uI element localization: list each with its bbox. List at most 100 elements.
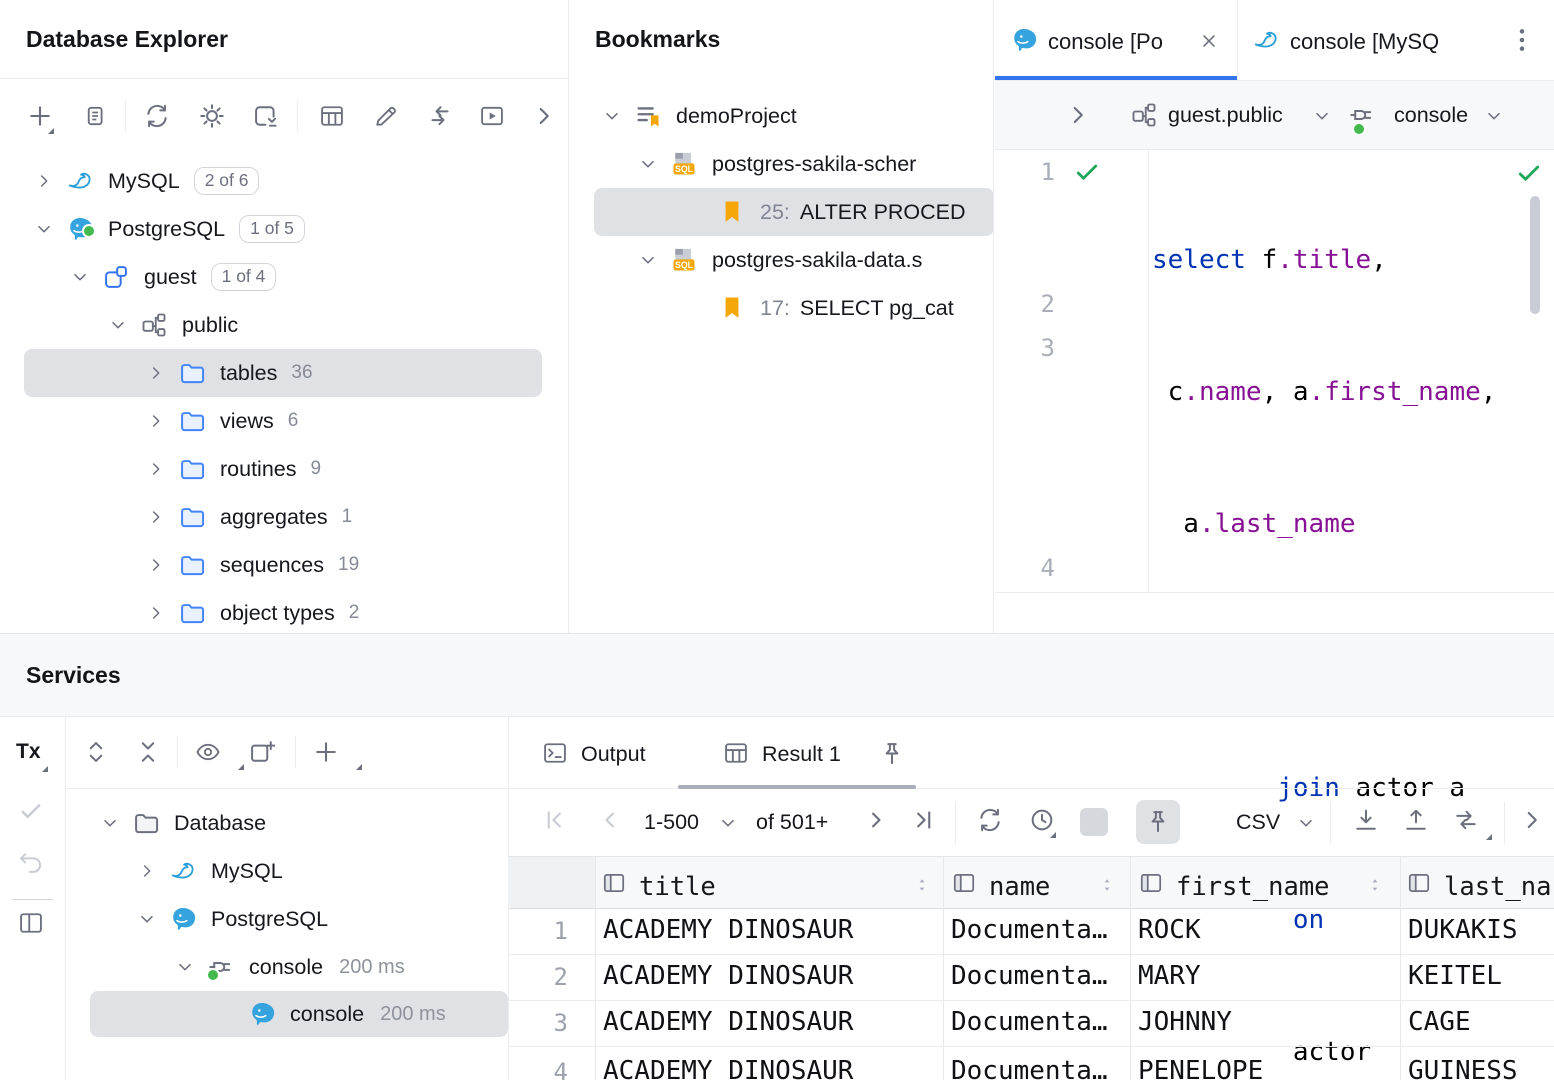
bookmarks-item-project[interactable]: demoProject — [602, 92, 797, 140]
cell[interactable]: Documenta… — [951, 961, 1108, 991]
cell[interactable]: PENELOPE — [1138, 1056, 1264, 1080]
tree-item-routines[interactable]: routines 9 — [146, 445, 321, 493]
cell[interactable]: MARY — [1138, 961, 1201, 991]
tab-console-postgres[interactable]: console [Po — [1048, 29, 1163, 54]
bookmarks-item-bookmark1[interactable]: 25: ALTER PROCED — [718, 188, 966, 236]
services-item-database[interactable]: Database — [100, 799, 266, 847]
column-header-name[interactable]: name — [989, 872, 1051, 902]
reload-page-icon[interactable] — [976, 806, 1004, 834]
kebab-menu-icon[interactable] — [1506, 24, 1538, 56]
cell[interactable]: CAGE — [1408, 1007, 1471, 1037]
chevron-down-icon[interactable] — [1312, 106, 1332, 126]
schema-selector[interactable]: guest.public — [1168, 103, 1283, 127]
chevron-down-icon[interactable] — [175, 957, 195, 977]
more-toolbar-icon[interactable] — [1518, 806, 1546, 834]
previous-page-icon[interactable] — [596, 806, 624, 834]
tab-console-mysql[interactable]: console [MySQ — [1290, 29, 1440, 54]
services-item-console-result[interactable]: console 200 ms — [248, 990, 446, 1038]
services-item-console-session[interactable]: console 200 ms — [175, 943, 405, 991]
disconnect-icon[interactable] — [252, 102, 280, 130]
cell[interactable]: Documenta… — [951, 1007, 1108, 1037]
cell[interactable]: ACADEMY DINOSAUR — [603, 1007, 854, 1037]
bookmarks-item-bookmark2[interactable]: 17: SELECT pg_cat — [718, 284, 954, 332]
chevron-down-icon[interactable] — [638, 250, 658, 270]
chevron-right-icon[interactable] — [146, 363, 166, 383]
cell[interactable]: ACADEMY DINOSAUR — [603, 1056, 854, 1080]
tab-output[interactable]: Output — [581, 742, 646, 766]
tree-item-views[interactable]: views 6 — [146, 397, 298, 445]
import-icon[interactable] — [1352, 806, 1380, 834]
rollback-icon[interactable] — [17, 849, 45, 877]
chevron-right-icon[interactable] — [137, 861, 157, 881]
session-selector[interactable]: console — [1394, 103, 1469, 127]
tab-result[interactable]: Result 1 — [762, 742, 841, 766]
add-service-icon[interactable] — [312, 738, 340, 766]
column-header-last-name[interactable]: last_na — [1444, 872, 1552, 902]
chevron-down-icon[interactable] — [70, 267, 90, 287]
view-options-icon[interactable] — [194, 738, 222, 766]
chevron-down-icon[interactable] — [108, 315, 128, 335]
row-number[interactable]: 2 — [553, 963, 568, 991]
query-console-icon[interactable] — [478, 102, 506, 130]
edit-icon[interactable] — [372, 102, 400, 130]
collapse-all-icon[interactable] — [134, 738, 162, 766]
chevron-down-icon[interactable] — [137, 909, 157, 929]
tree-item-guest[interactable]: guest 1 of 4 — [70, 253, 277, 301]
chevron-right-icon[interactable] — [146, 459, 166, 479]
tree-item-sequences[interactable]: sequences 19 — [146, 541, 359, 589]
expand-all-icon[interactable] — [82, 738, 110, 766]
row-number[interactable]: 1 — [553, 917, 568, 945]
panel-divider[interactable] — [993, 0, 994, 633]
bookmarks-item-file2[interactable]: postgres-sakila-data.s — [638, 236, 922, 284]
editor-scrollbar[interactable] — [1530, 196, 1540, 314]
cell[interactable]: ROCK — [1138, 915, 1201, 945]
last-page-icon[interactable] — [910, 806, 938, 834]
tree-item-mysql[interactable]: MySQL 2 of 6 — [34, 157, 260, 205]
chevron-down-icon[interactable] — [34, 219, 54, 239]
expand-breadcrumb-icon[interactable] — [1064, 101, 1092, 129]
layout-icon[interactable] — [17, 909, 45, 937]
chevron-down-icon[interactable] — [602, 106, 622, 126]
tree-item-public[interactable]: public — [108, 301, 238, 349]
grid-corner-cell[interactable] — [508, 857, 595, 908]
chevron-down-icon[interactable] — [1484, 106, 1504, 126]
commit-icon[interactable] — [17, 797, 45, 825]
cell[interactable]: Documenta… — [951, 915, 1108, 945]
tx-mode-button[interactable]: Tx — [16, 740, 41, 763]
cell[interactable]: JOHNNY — [1138, 1007, 1232, 1037]
chevron-down-icon[interactable] — [638, 154, 658, 174]
chevron-down-icon[interactable] — [1296, 813, 1316, 833]
chevron-right-icon[interactable] — [34, 171, 54, 191]
sort-icon[interactable] — [913, 876, 931, 894]
cell[interactable]: ACADEMY DINOSAUR — [603, 961, 854, 991]
cell[interactable]: ACADEMY DINOSAUR — [603, 915, 854, 945]
add-icon[interactable] — [26, 102, 54, 130]
sort-icon[interactable] — [1098, 876, 1116, 894]
row-number[interactable]: 3 — [553, 1009, 568, 1037]
page-range[interactable]: 1-500 — [644, 810, 699, 834]
close-icon[interactable] — [1198, 30, 1220, 52]
table-icon[interactable] — [318, 102, 346, 130]
next-page-icon[interactable] — [862, 806, 890, 834]
services-item-postgresql[interactable]: PostgreSQL — [137, 895, 328, 943]
tree-item-aggregates[interactable]: aggregates 1 — [146, 493, 352, 541]
chevron-right-icon[interactable] — [146, 603, 166, 623]
duplicate-icon[interactable] — [80, 102, 108, 130]
chevron-right-icon[interactable] — [146, 555, 166, 575]
sort-icon[interactable] — [1366, 876, 1384, 894]
compare-icon[interactable] — [1452, 806, 1480, 834]
panel-divider[interactable] — [568, 0, 569, 633]
execution-time-icon[interactable] — [1028, 806, 1056, 834]
tree-item-object-types[interactable]: object types 2 — [146, 589, 359, 637]
row-number[interactable]: 4 — [553, 1058, 568, 1080]
cell[interactable]: Documenta… — [951, 1056, 1108, 1080]
cell[interactable]: GUINESS — [1408, 1056, 1518, 1080]
chevron-down-icon[interactable] — [718, 813, 738, 833]
jump-to-console-icon[interactable] — [426, 102, 454, 130]
bookmarks-item-file1[interactable]: postgres-sakila-scher — [638, 140, 916, 188]
tree-item-tables[interactable]: tables 36 — [146, 349, 313, 397]
export-format-selector[interactable]: CSV — [1236, 810, 1281, 834]
data-source-properties-icon[interactable] — [198, 102, 226, 130]
cell[interactable]: KEITEL — [1408, 961, 1502, 991]
services-item-mysql[interactable]: MySQL — [137, 847, 283, 895]
